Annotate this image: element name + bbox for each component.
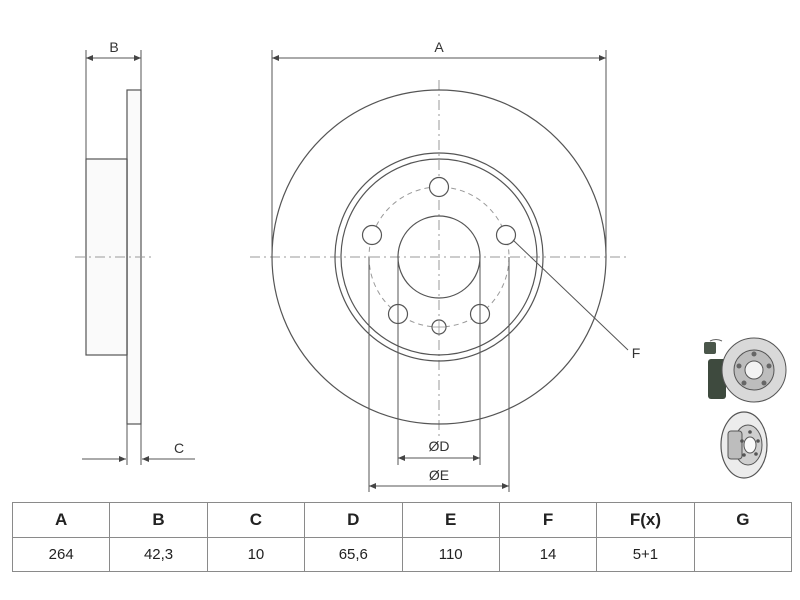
label-e: ØE (429, 467, 449, 483)
spec-header-cell: C (206, 502, 306, 538)
label-c: C (174, 440, 184, 456)
spec-value-cell: 110 (401, 537, 500, 572)
spec-table: A B C D E F F(x) G 264 42,3 10 65,6 110 … (11, 502, 793, 572)
spec-header-row: A B C D E F F(x) G (11, 502, 793, 538)
spec-value-row: 264 42,3 10 65,6 110 14 5+1 (11, 537, 793, 572)
spec-value-cell (693, 537, 793, 572)
spec-header-cell: F (498, 502, 598, 538)
hat-outer-edge (334, 152, 544, 362)
bolt-hole (361, 224, 383, 246)
hat-inner-edge (340, 158, 538, 356)
brake-disc-drawing: B C A ØD (75, 39, 787, 492)
spec-header-cell: G (693, 502, 793, 538)
spec-header-cell: B (109, 502, 208, 538)
dimension-c (82, 424, 195, 465)
dimension-b (85, 50, 142, 159)
disc-with-caliper-icon (704, 337, 787, 403)
bolt-hole-crosshairs (433, 321, 445, 333)
label-f: F (632, 345, 641, 361)
spec-value-cell: 65,6 (304, 537, 403, 572)
spec-value-cell: 264 (11, 537, 111, 572)
spec-header-cell: F(x) (596, 502, 695, 538)
spec-header-cell: D (304, 502, 403, 538)
bolt-hole (495, 224, 517, 246)
label-b: B (109, 39, 118, 55)
spec-header-cell: A (11, 502, 111, 538)
spec-value-cell: 14 (498, 537, 598, 572)
spec-header-cell: E (401, 502, 500, 538)
spec-value-cell: 5+1 (596, 537, 695, 572)
dimension-e (368, 257, 510, 492)
leader-f (512, 239, 629, 351)
spec-value-cell: 42,3 (109, 537, 208, 572)
spec-value-cell: 10 (206, 537, 306, 572)
label-d: ØD (429, 438, 450, 454)
front-view-centerlines (250, 80, 630, 440)
side-view (85, 89, 142, 425)
dimension-a (271, 50, 607, 257)
dimension-d (397, 257, 481, 465)
label-a: A (434, 39, 444, 55)
bolt-hole (428, 176, 450, 198)
brake-disc-icon (720, 411, 768, 479)
